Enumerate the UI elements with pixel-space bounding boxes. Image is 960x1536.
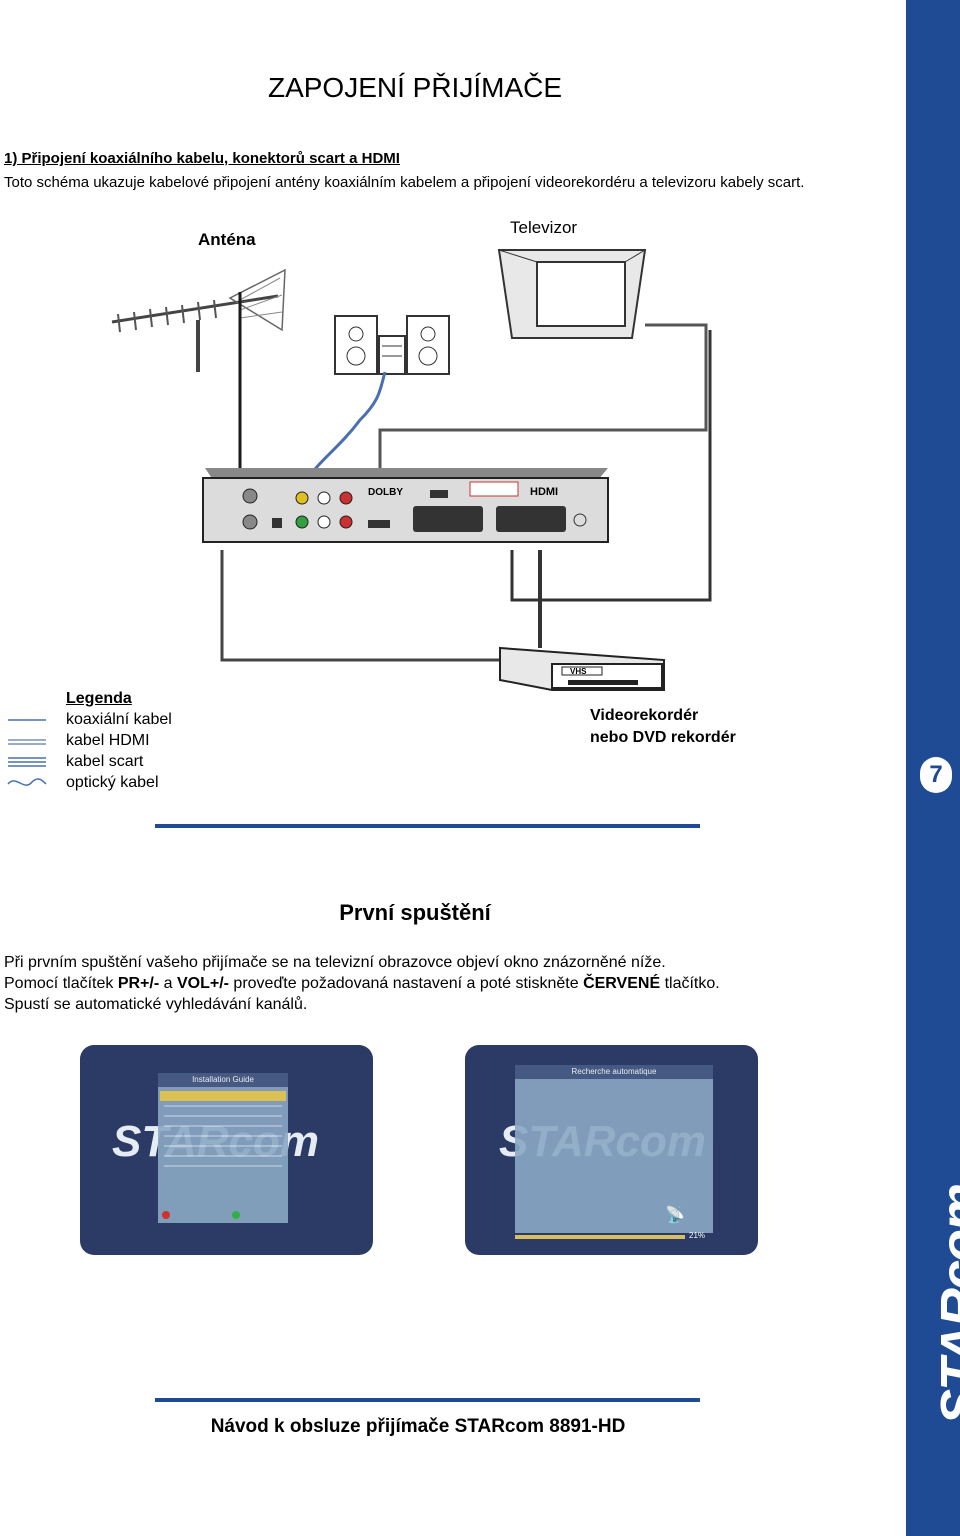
first-run-line1: Při prvním spuštění vašeho přijímače se … [4,954,666,971]
connection-diagram: DOLBY HDMI VHS [111,249,712,691]
vol-keys: VOL+/- [176,975,229,992]
search-screen: STARcom Recherche automatique 21% 📡 [465,1045,758,1255]
line2-part: a [159,975,177,992]
search-progress-bar [515,1235,685,1239]
recorder-label: Videorekordér nebo DVD rekordér [590,705,736,749]
legend-item-optical: optický kabel [66,774,159,791]
first-run-line3: Spustí se automatické vyhledávání kanálů… [4,996,308,1013]
tv-label: Televizor [510,218,578,237]
antenna-label: Anténa [198,230,256,249]
recorder-label-line2: nebo DVD rekordér [590,729,736,746]
footer-title: Návod k obsluze přijímače STARcom 8891-H… [210,1416,626,1437]
first-run-heading: První spuštění [339,900,491,925]
connection-text: Toto schéma ukazuje kabelové připojení a… [4,174,805,191]
pr-keys: PR+/- [117,975,160,992]
divider-bottom [155,1398,700,1402]
page-title: ZAPOJENÍ PŘIJÍMAČE [267,72,563,103]
vhs-label: VHS [570,667,587,676]
scart-cable-tv [510,330,712,602]
search-progress-value: 21% [689,1231,706,1240]
search-panel: Recherche automatique [515,1065,713,1233]
connection-heading: 1) Připojení koaxiálního kabelu, konekto… [4,150,400,167]
first-run-line2: Pomocí tlačítek PR+/- a VOL+/- proveďte … [4,973,904,994]
legend-item-coax: koaxiální kabel [66,711,172,728]
recorder-label-line1: Videorekordér [590,707,699,724]
hifi-system-icon [334,315,450,375]
dolby-label: DOLBY [368,487,403,498]
line2-part: proveďte požadovaná nastavení a poté sti… [228,975,584,992]
installation-menu: Installation Guide [158,1073,288,1223]
satellite-dish-icon: 📡 [665,1207,685,1224]
optical-swatch [7,778,47,786]
red-button-icon [162,1211,170,1219]
legend-swatches [7,719,47,786]
hdmi-cable [378,323,708,520]
hdmi-label: HDMI [530,486,558,498]
tv-icon [497,249,647,339]
antenna-icon [111,268,286,372]
installation-screen: STARcom Installation Guide [80,1045,373,1255]
search-panel-title: Recherche automatique [515,1065,713,1079]
page-number: 7 [920,757,952,793]
installation-menu-title: Installation Guide [158,1073,288,1087]
legend-title: Legenda [66,690,132,707]
divider-top [155,824,700,828]
red-key: ČERVENÉ [583,975,661,992]
vcr-icon [499,646,665,691]
legend-item-hdmi: kabel HDMI [66,732,150,749]
green-button-icon [232,1211,240,1219]
line2-part: tlačítko. [660,975,720,992]
legend-item-scart: kabel scart [66,753,144,770]
coax-cable-vcr [220,550,500,662]
brand-logo: STARcom [930,1184,960,1425]
line2-part: Pomocí tlačítek [4,975,118,992]
first-run-text: Při prvním spuštění vašeho přijímače se … [4,952,904,1015]
receiver-icon [202,468,609,543]
installation-selected-row [160,1091,286,1101]
